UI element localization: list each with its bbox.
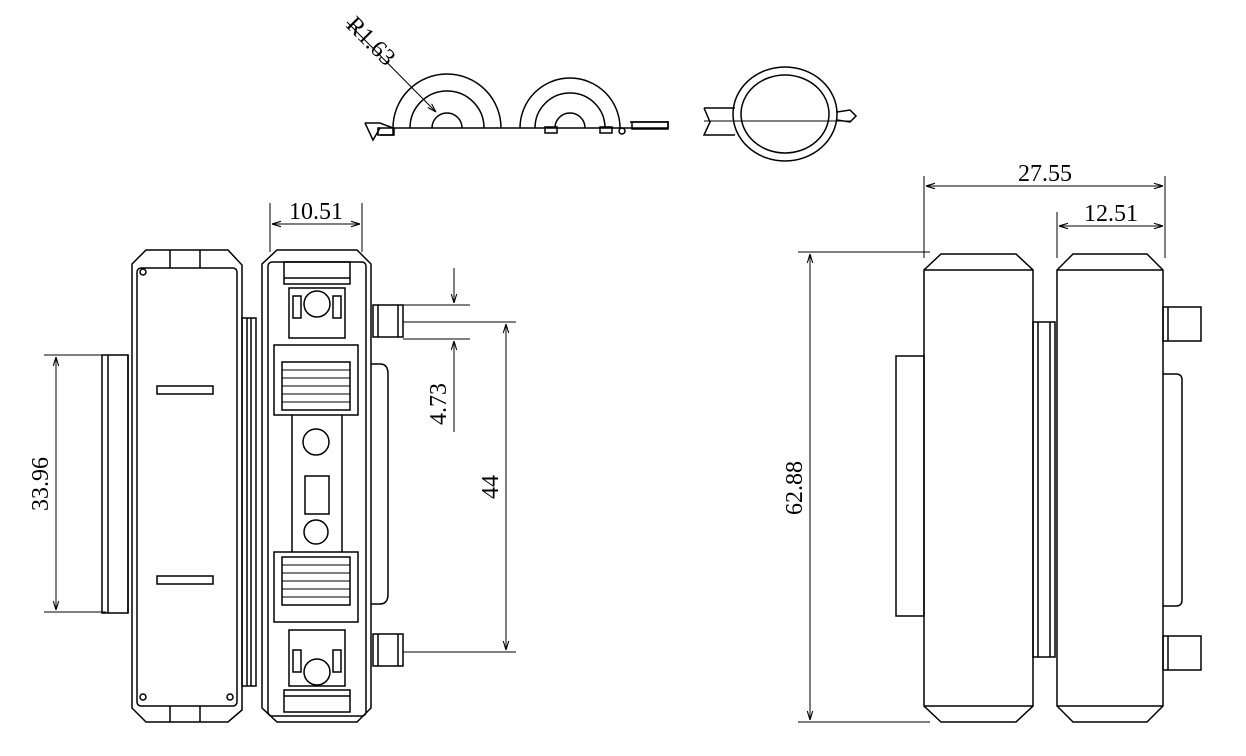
pitch-dimension: 44 — [403, 321, 516, 653]
radius-leader — [346, 21, 436, 112]
small-gap-label: 4.73 — [426, 383, 452, 425]
front-view-right-body — [261, 249, 404, 723]
front-view-left-body — [101, 249, 257, 723]
small-gap-dimension: 4.73 — [403, 268, 470, 432]
left-dimension-height: 33.96 — [28, 354, 106, 613]
total-height-dimension: 62.88 — [782, 251, 930, 723]
right-width-label: 12.51 — [1084, 201, 1138, 227]
top-view-closed — [702, 66, 858, 162]
front-dimension-width: 10.51 — [269, 199, 363, 252]
right-width-dimension: 12.51 — [1056, 201, 1163, 258]
side-view — [895, 253, 1202, 723]
pitch-label: 44 — [478, 475, 504, 499]
left-height-label: 33.96 — [28, 457, 54, 511]
radius-label: R1.63 — [341, 12, 400, 71]
front-width-label: 10.51 — [289, 199, 343, 225]
total-height-label: 62.88 — [782, 461, 808, 515]
top-view-open: R1.63 — [341, 12, 669, 142]
total-width-label: 27.55 — [1018, 161, 1072, 187]
total-width-dimension: 27.55 — [923, 161, 1166, 258]
